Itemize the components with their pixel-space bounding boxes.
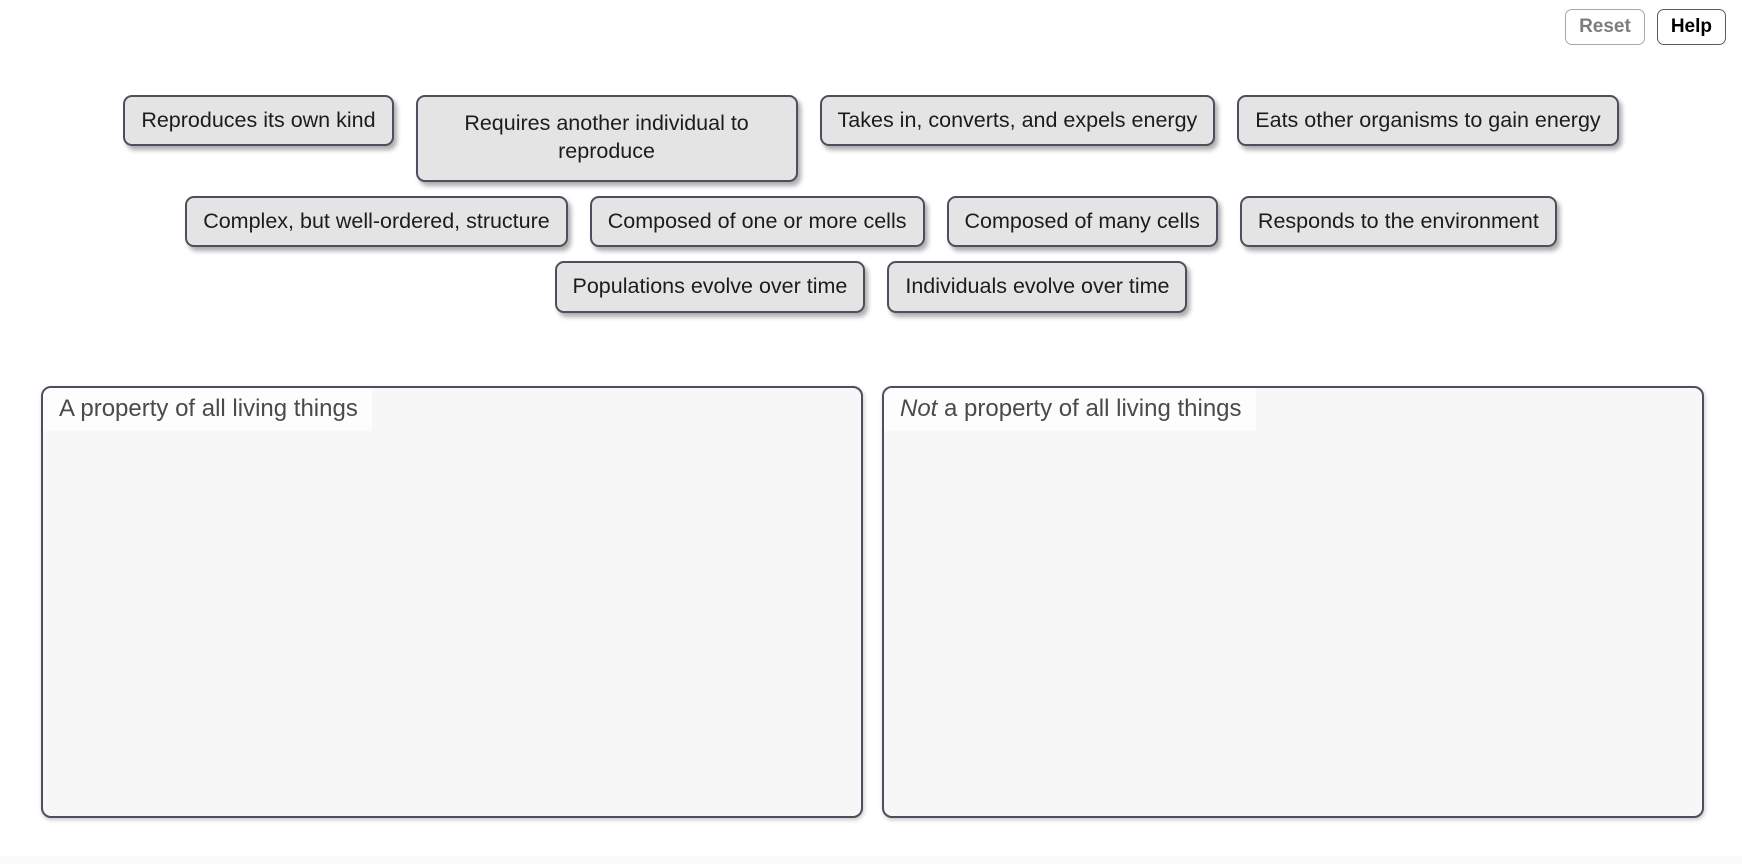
dropzone-header-emphasis: Not (900, 395, 938, 422)
draggable-tile[interactable]: Complex, but well-ordered, structure (185, 195, 568, 248)
tile-bank: Reproduces its own kind Requires another … (0, 95, 1742, 327)
draggable-tile[interactable]: Composed of one or more cells (589, 195, 925, 248)
draggable-tile[interactable]: Requires another individual to reproduce (415, 95, 798, 182)
toolbar: Reset Help (1565, 9, 1726, 45)
tile-row: Reproduces its own kind Requires another … (0, 95, 1742, 182)
draggable-tile[interactable]: Composed of many cells (946, 195, 1218, 248)
dropzone-body[interactable] (43, 426, 861, 816)
dropzone-header: A property of all living things (43, 388, 372, 431)
reset-button[interactable]: Reset (1565, 9, 1645, 45)
dropzone-header-text: A property of all living things (59, 395, 358, 422)
dropzone-header: Not a property of all living things (884, 388, 1256, 431)
draggable-tile[interactable]: Populations evolve over time (554, 261, 866, 313)
dropzone-header-text: a property of all living things (937, 395, 1242, 422)
page-bottom-edge (0, 856, 1742, 864)
dropzone-container: A property of all living things Not a pro… (41, 386, 1704, 818)
dropzone-not-property[interactable]: Not a property of all living things (882, 386, 1704, 818)
tile-row: Populations evolve over time Individuals … (0, 261, 1742, 313)
draggable-tile[interactable]: Individuals evolve over time (887, 261, 1188, 313)
help-button[interactable]: Help (1656, 9, 1726, 45)
tile-row: Complex, but well-ordered, structure Comp… (0, 195, 1742, 248)
draggable-tile[interactable]: Eats other organisms to gain energy (1237, 95, 1619, 147)
draggable-tile[interactable]: Reproduces its own kind (123, 95, 394, 147)
draggable-tile[interactable]: Responds to the environment (1239, 195, 1557, 248)
dropzone-property[interactable]: A property of all living things (41, 386, 863, 818)
draggable-tile[interactable]: Takes in, converts, and expels energy (819, 95, 1216, 147)
dropzone-body[interactable] (884, 426, 1702, 816)
